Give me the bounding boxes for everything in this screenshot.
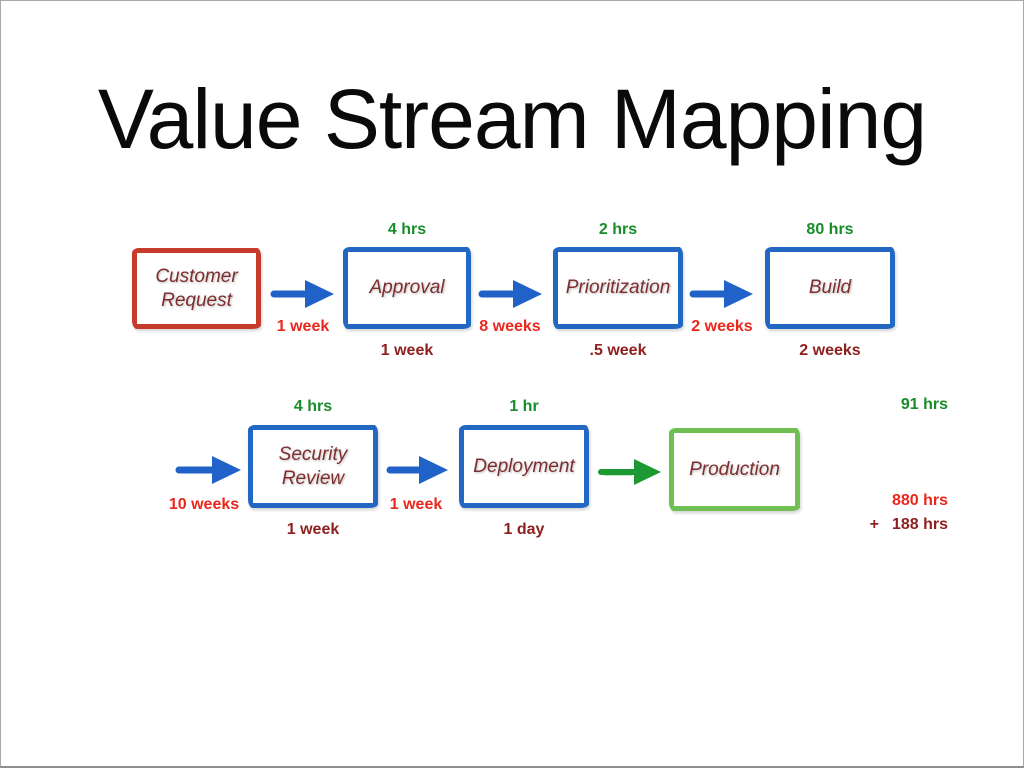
- wait-time-build-to-security: 10 weeks: [168, 496, 240, 513]
- node-approval: Approval: [343, 247, 471, 329]
- node-build: Build: [765, 247, 895, 329]
- arrow-deployment-to-production-icon: [598, 459, 661, 485]
- slide-title: Value Stream Mapping: [97, 72, 927, 166]
- node-security-review-label: Security Review: [278, 443, 348, 489]
- process-time-security-review: 1 week: [286, 521, 340, 538]
- node-prioritization-label: Prioritization: [565, 277, 671, 299]
- arrow-security-to-deployment-icon: [386, 456, 448, 484]
- total-value-time: 91 hrs: [900, 396, 948, 413]
- value-time-security-review: 4 hrs: [293, 398, 333, 415]
- node-deployment-label: Deployment: [473, 455, 575, 477]
- node-prioritization: Prioritization: [553, 247, 683, 329]
- value-time-approval: 4 hrs: [387, 221, 427, 238]
- wait-time-security-to-deployment: 1 week: [389, 496, 443, 513]
- plus-sign: +: [869, 516, 879, 533]
- process-time-build: 2 weeks: [799, 342, 861, 359]
- total-process-time: 188 hrs: [891, 516, 948, 533]
- node-production-label: Production: [689, 458, 780, 480]
- wait-time-prioritization-to-build: 2 weeks: [691, 318, 753, 335]
- node-build-label: Build: [808, 277, 852, 299]
- value-time-build: 80 hrs: [806, 221, 854, 238]
- node-approval-label: Approval: [369, 277, 445, 299]
- node-customer-request-label: Customer Request: [155, 265, 238, 311]
- node-customer-request: Customer Request: [132, 248, 261, 329]
- node-production: Production: [669, 428, 800, 511]
- node-deployment: Deployment: [459, 425, 589, 508]
- value-time-prioritization: 2 hrs: [598, 221, 638, 238]
- wait-time-approval-to-prioritization: 8 weeks: [479, 318, 541, 335]
- value-time-deployment: 1 hr: [509, 398, 539, 415]
- arrow-prioritization-to-build-icon: [689, 280, 753, 308]
- arrow-approval-to-prioritization-icon: [478, 280, 542, 308]
- process-time-deployment: 1 day: [503, 521, 545, 538]
- process-time-approval: 1 week: [380, 342, 434, 359]
- arrow-customer-to-approval-icon: [270, 280, 334, 308]
- node-security-review: Security Review: [248, 425, 378, 508]
- process-time-prioritization: .5 week: [589, 342, 647, 359]
- total-wait-time: 880 hrs: [891, 492, 948, 509]
- arrow-build-to-security-icon: [175, 456, 241, 484]
- total-process-time-line: +188 hrs: [818, 517, 948, 533]
- wait-time-customer-to-approval: 1 week: [276, 318, 330, 335]
